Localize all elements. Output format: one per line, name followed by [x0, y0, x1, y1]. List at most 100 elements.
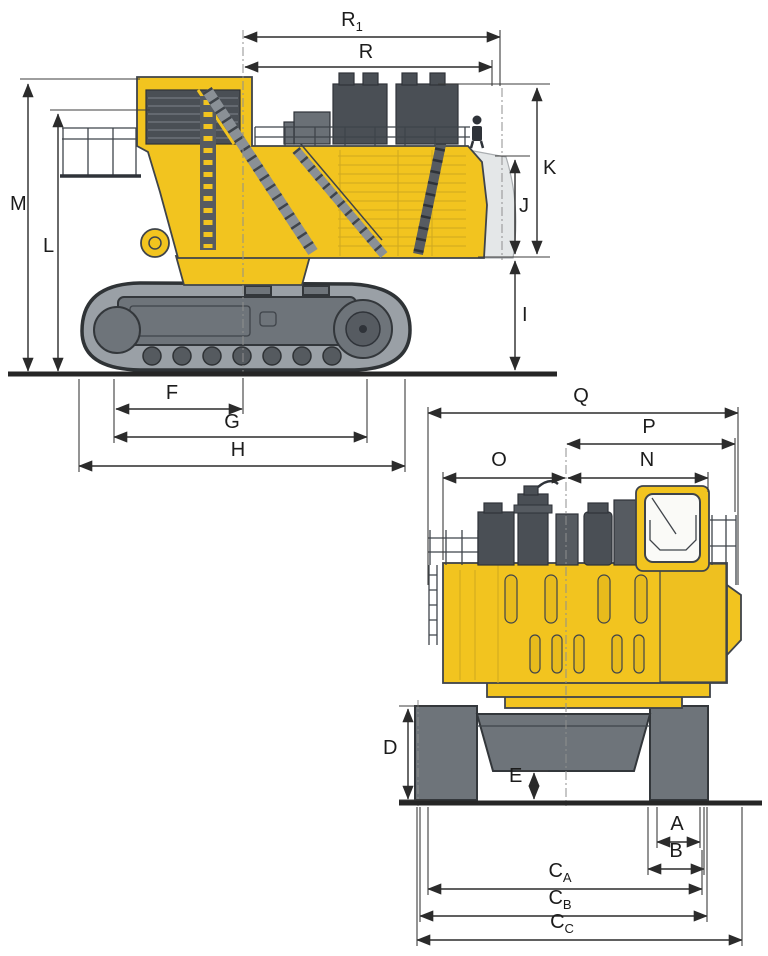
track-support-2	[302, 285, 330, 296]
rear-body-lugs	[504, 574, 648, 674]
deck-machinery-box-3	[293, 111, 331, 145]
deck-machinery-box-1	[332, 83, 388, 145]
deck-machinery-box-2	[395, 83, 459, 145]
rear-view-dimensions	[399, 407, 743, 946]
drive-sprocket-center	[359, 325, 367, 333]
rear-exhaust-handle	[537, 479, 559, 488]
deck-stairway	[292, 147, 388, 258]
body-louvers	[338, 155, 466, 247]
dim-label-r: R	[359, 42, 373, 62]
dim-label-ca-base: C	[548, 860, 563, 882]
dim-label-k-base: K	[543, 157, 557, 179]
deck-machinery-box-4	[283, 121, 295, 145]
rear-left-ladder	[428, 565, 438, 645]
rear-gangway-steps	[413, 90, 457, 256]
ext-fgh	[78, 378, 406, 472]
dim-label-d-base: D	[383, 737, 398, 759]
deck-handrail-posts	[254, 127, 466, 146]
dim-label-g: G	[224, 412, 240, 432]
rear-machinery-cylinder	[583, 511, 613, 566]
rear-machinery-cap-1	[483, 502, 503, 514]
dim-label-m-base: M	[10, 193, 27, 215]
rear-left-track	[414, 705, 478, 801]
front-catwalk-rails	[62, 127, 137, 140]
dim-label-r1-sub: 1	[355, 19, 363, 34]
dim-label-f: F	[166, 383, 178, 403]
track-rollers	[142, 346, 342, 366]
rear-machinery-box-2	[555, 513, 579, 566]
dim-label-o-base: O	[491, 449, 507, 471]
dim-label-h-base: H	[230, 439, 246, 461]
rear-machinery-cap-2	[587, 502, 609, 514]
dim-label-p: P	[642, 417, 655, 437]
dim-label-n-base: N	[639, 449, 655, 471]
boom-foot-pin	[140, 228, 170, 258]
dim-label-d: D	[383, 738, 397, 758]
dim-label-cb-sub: B	[562, 897, 572, 912]
dim-label-cc: CC	[550, 912, 574, 936]
dim-label-e: E	[509, 766, 522, 786]
machinery-cap-1b	[362, 72, 379, 86]
machinery-cap-2b	[429, 72, 446, 86]
dim-label-m: M	[10, 194, 27, 214]
dim-label-q: Q	[573, 386, 589, 406]
ext-abc	[416, 807, 743, 946]
dim-label-cc-sub: C	[564, 921, 574, 936]
dim-label-a: A	[670, 814, 683, 834]
dim-label-b-base: B	[669, 840, 683, 862]
dim-label-q-base: Q	[573, 385, 589, 407]
ext-qpon	[427, 407, 739, 585]
machinery-cap-1a	[338, 72, 355, 86]
deck-handrail	[255, 126, 470, 138]
rear-body-right-section	[659, 563, 727, 683]
dim-label-r1-base: R	[341, 9, 356, 31]
ext-d	[399, 705, 430, 801]
rear-exhaust-pipe	[523, 485, 539, 496]
rear-cab-window-trim	[649, 515, 697, 551]
track-frame-hatch	[259, 311, 277, 327]
side-view-machine	[60, 72, 517, 372]
rear-right-handrail	[710, 515, 737, 585]
rear-axle-beam	[475, 713, 652, 772]
dim-label-e-base: E	[509, 765, 523, 787]
dim-label-p-base: P	[642, 416, 656, 438]
side-view-dimensions	[20, 30, 550, 472]
dim-label-j-base: J	[519, 195, 529, 217]
boarding-ladder-steps	[202, 86, 318, 256]
dim-label-f-base: F	[165, 382, 179, 404]
rear-right-track	[649, 705, 709, 801]
rear-machinery-box-1	[477, 511, 515, 566]
track-support-1	[244, 285, 272, 296]
dim-label-n: N	[640, 450, 654, 470]
dim-label-ca-sub: A	[562, 870, 572, 885]
rear-machinery-box-3	[613, 499, 637, 566]
dim-label-i: I	[522, 305, 528, 325]
dim-label-k: K	[543, 158, 556, 178]
rear-exhaust-flange	[513, 504, 553, 514]
rear-right-walkway	[726, 583, 742, 658]
rear-left-handrail	[428, 530, 480, 565]
cab-wiper-line	[651, 497, 677, 535]
rear-view-machine	[414, 479, 742, 801]
dim-label-cb: CB	[548, 887, 572, 912]
boom-foot-pin-center	[148, 236, 162, 250]
cab-window-blinds	[148, 97, 238, 139]
stairway-handrail	[293, 135, 383, 241]
dim-label-ca: CA	[548, 860, 572, 885]
person-figure	[469, 115, 485, 149]
dim-label-b: B	[669, 841, 682, 861]
front-idler	[93, 306, 141, 354]
dim-label-cb-base: C	[548, 887, 563, 909]
dim-label-a-base: A	[670, 813, 684, 835]
dim-label-l: L	[43, 236, 54, 256]
dim-label-o: O	[491, 450, 507, 470]
dim-label-r1: R1	[341, 9, 363, 34]
dim-label-j: J	[519, 196, 529, 216]
dim-label-g-base: G	[224, 411, 240, 433]
dim-label-i-base: I	[522, 304, 528, 326]
dim-label-l-base: L	[43, 235, 55, 257]
side-track-frame	[117, 296, 357, 346]
front-catwalk-posts	[62, 128, 137, 176]
